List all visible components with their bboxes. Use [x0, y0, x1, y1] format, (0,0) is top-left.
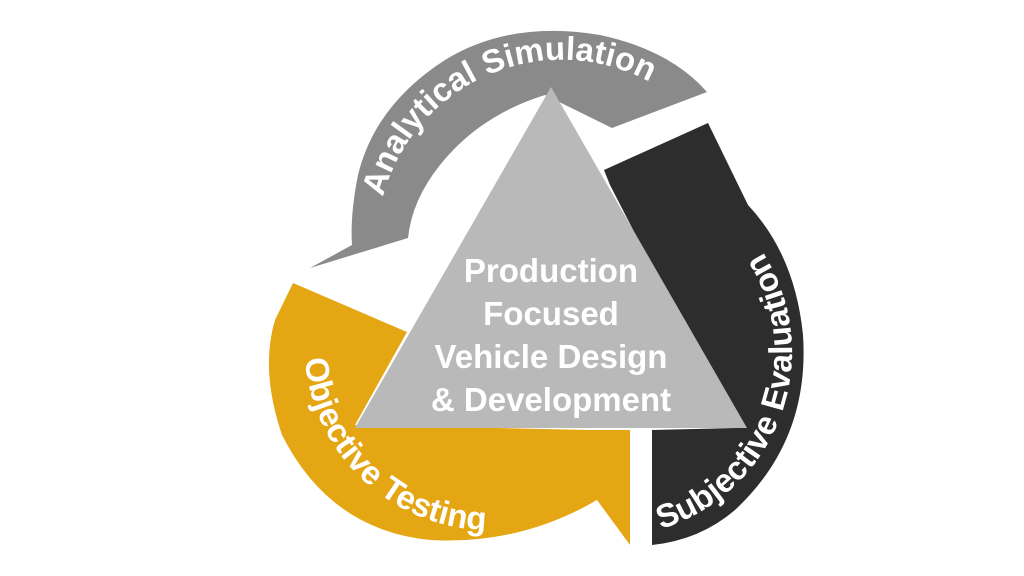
center-line-1: Production: [464, 252, 638, 289]
center-line-3: Vehicle Design: [435, 338, 668, 375]
center-line-2: Focused: [483, 295, 619, 332]
center-line-4: & Development: [431, 381, 671, 418]
center-triangle: [355, 87, 747, 428]
analytical-simulation-arrow: [310, 30, 707, 269]
subjective-evaluation-arrow: [604, 123, 804, 545]
objective-testing-arrow: [268, 283, 630, 545]
